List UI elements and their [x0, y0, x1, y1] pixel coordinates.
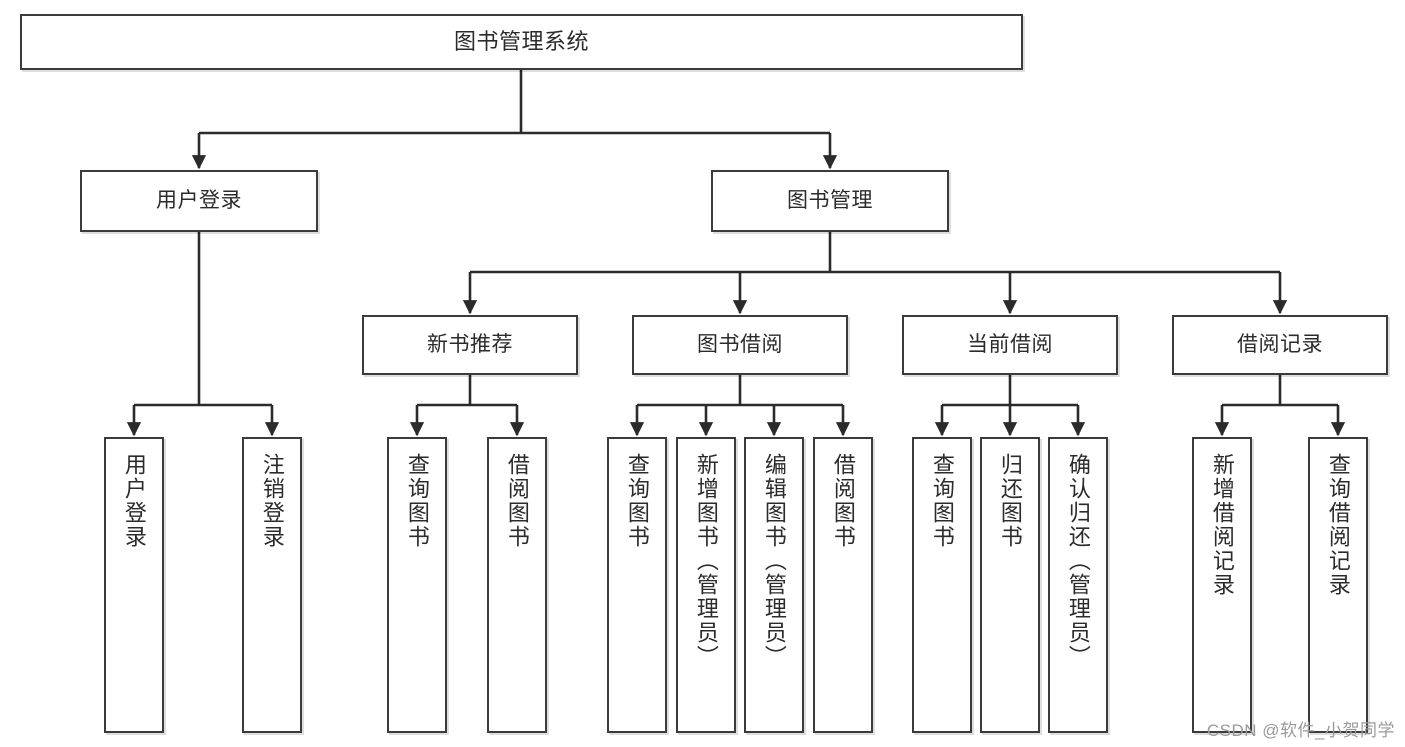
node-book-borrow-label: 图书借阅: [697, 332, 783, 356]
node-current-borrow[interactable]: 当前借阅: [902, 315, 1118, 375]
node-leaf-add-record-label: 新增借阅记录: [1209, 453, 1235, 597]
node-current-borrow-label: 当前借阅: [967, 332, 1053, 356]
node-leaf-query-book-1-label: 查询图书: [404, 453, 430, 549]
node-leaf-user-login-label: 用户登录: [121, 453, 147, 549]
node-leaf-edit-book-label: 编辑图书（管理员）: [761, 453, 787, 669]
node-leaf-confirm-return-label: 确认归还（管理员）: [1065, 453, 1091, 669]
node-leaf-query-book-3-label: 查询图书: [929, 453, 955, 549]
node-new-book-recommend[interactable]: 新书推荐: [362, 315, 578, 375]
watermark: CSDN @软件_小贺同学: [1206, 721, 1395, 740]
node-user-login-label: 用户登录: [156, 188, 242, 212]
node-borrow-record[interactable]: 借阅记录: [1172, 315, 1388, 375]
node-leaf-edit-book[interactable]: 编辑图书（管理员）: [744, 437, 804, 733]
node-leaf-user-login[interactable]: 用户登录: [104, 437, 164, 733]
node-leaf-query-record-label: 查询借阅记录: [1325, 453, 1351, 597]
node-leaf-query-book-1[interactable]: 查询图书: [387, 437, 447, 733]
node-leaf-confirm-return[interactable]: 确认归还（管理员）: [1048, 437, 1108, 733]
node-leaf-borrow-book-1[interactable]: 借阅图书: [487, 437, 547, 733]
node-leaf-query-book-3[interactable]: 查询图书: [912, 437, 972, 733]
node-user-login[interactable]: 用户登录: [80, 170, 318, 232]
node-new-book-recommend-label: 新书推荐: [427, 332, 513, 356]
node-borrow-record-label: 借阅记录: [1237, 332, 1323, 356]
node-leaf-return-book[interactable]: 归还图书: [980, 437, 1040, 733]
node-leaf-query-book-2-label: 查询图书: [624, 453, 650, 549]
node-leaf-logout-login-label: 注销登录: [259, 453, 285, 549]
node-leaf-add-book[interactable]: 新增图书（管理员）: [676, 437, 736, 733]
node-book-management-label: 图书管理: [787, 188, 873, 212]
node-root[interactable]: 图书管理系统: [20, 14, 1023, 70]
node-leaf-add-book-label: 新增图书（管理员）: [693, 453, 719, 669]
node-leaf-return-book-label: 归还图书: [997, 453, 1023, 549]
node-leaf-borrow-book-1-label: 借阅图书: [504, 453, 530, 549]
node-root-label: 图书管理系统: [453, 29, 589, 55]
node-leaf-logout-login[interactable]: 注销登录: [242, 437, 302, 733]
node-leaf-query-record[interactable]: 查询借阅记录: [1308, 437, 1368, 733]
node-leaf-borrow-book-2-label: 借阅图书: [830, 453, 856, 549]
node-book-borrow[interactable]: 图书借阅: [632, 315, 848, 375]
node-leaf-query-book-2[interactable]: 查询图书: [607, 437, 667, 733]
node-leaf-borrow-book-2[interactable]: 借阅图书: [813, 437, 873, 733]
node-leaf-add-record[interactable]: 新增借阅记录: [1192, 437, 1252, 733]
node-book-management[interactable]: 图书管理: [711, 170, 949, 232]
